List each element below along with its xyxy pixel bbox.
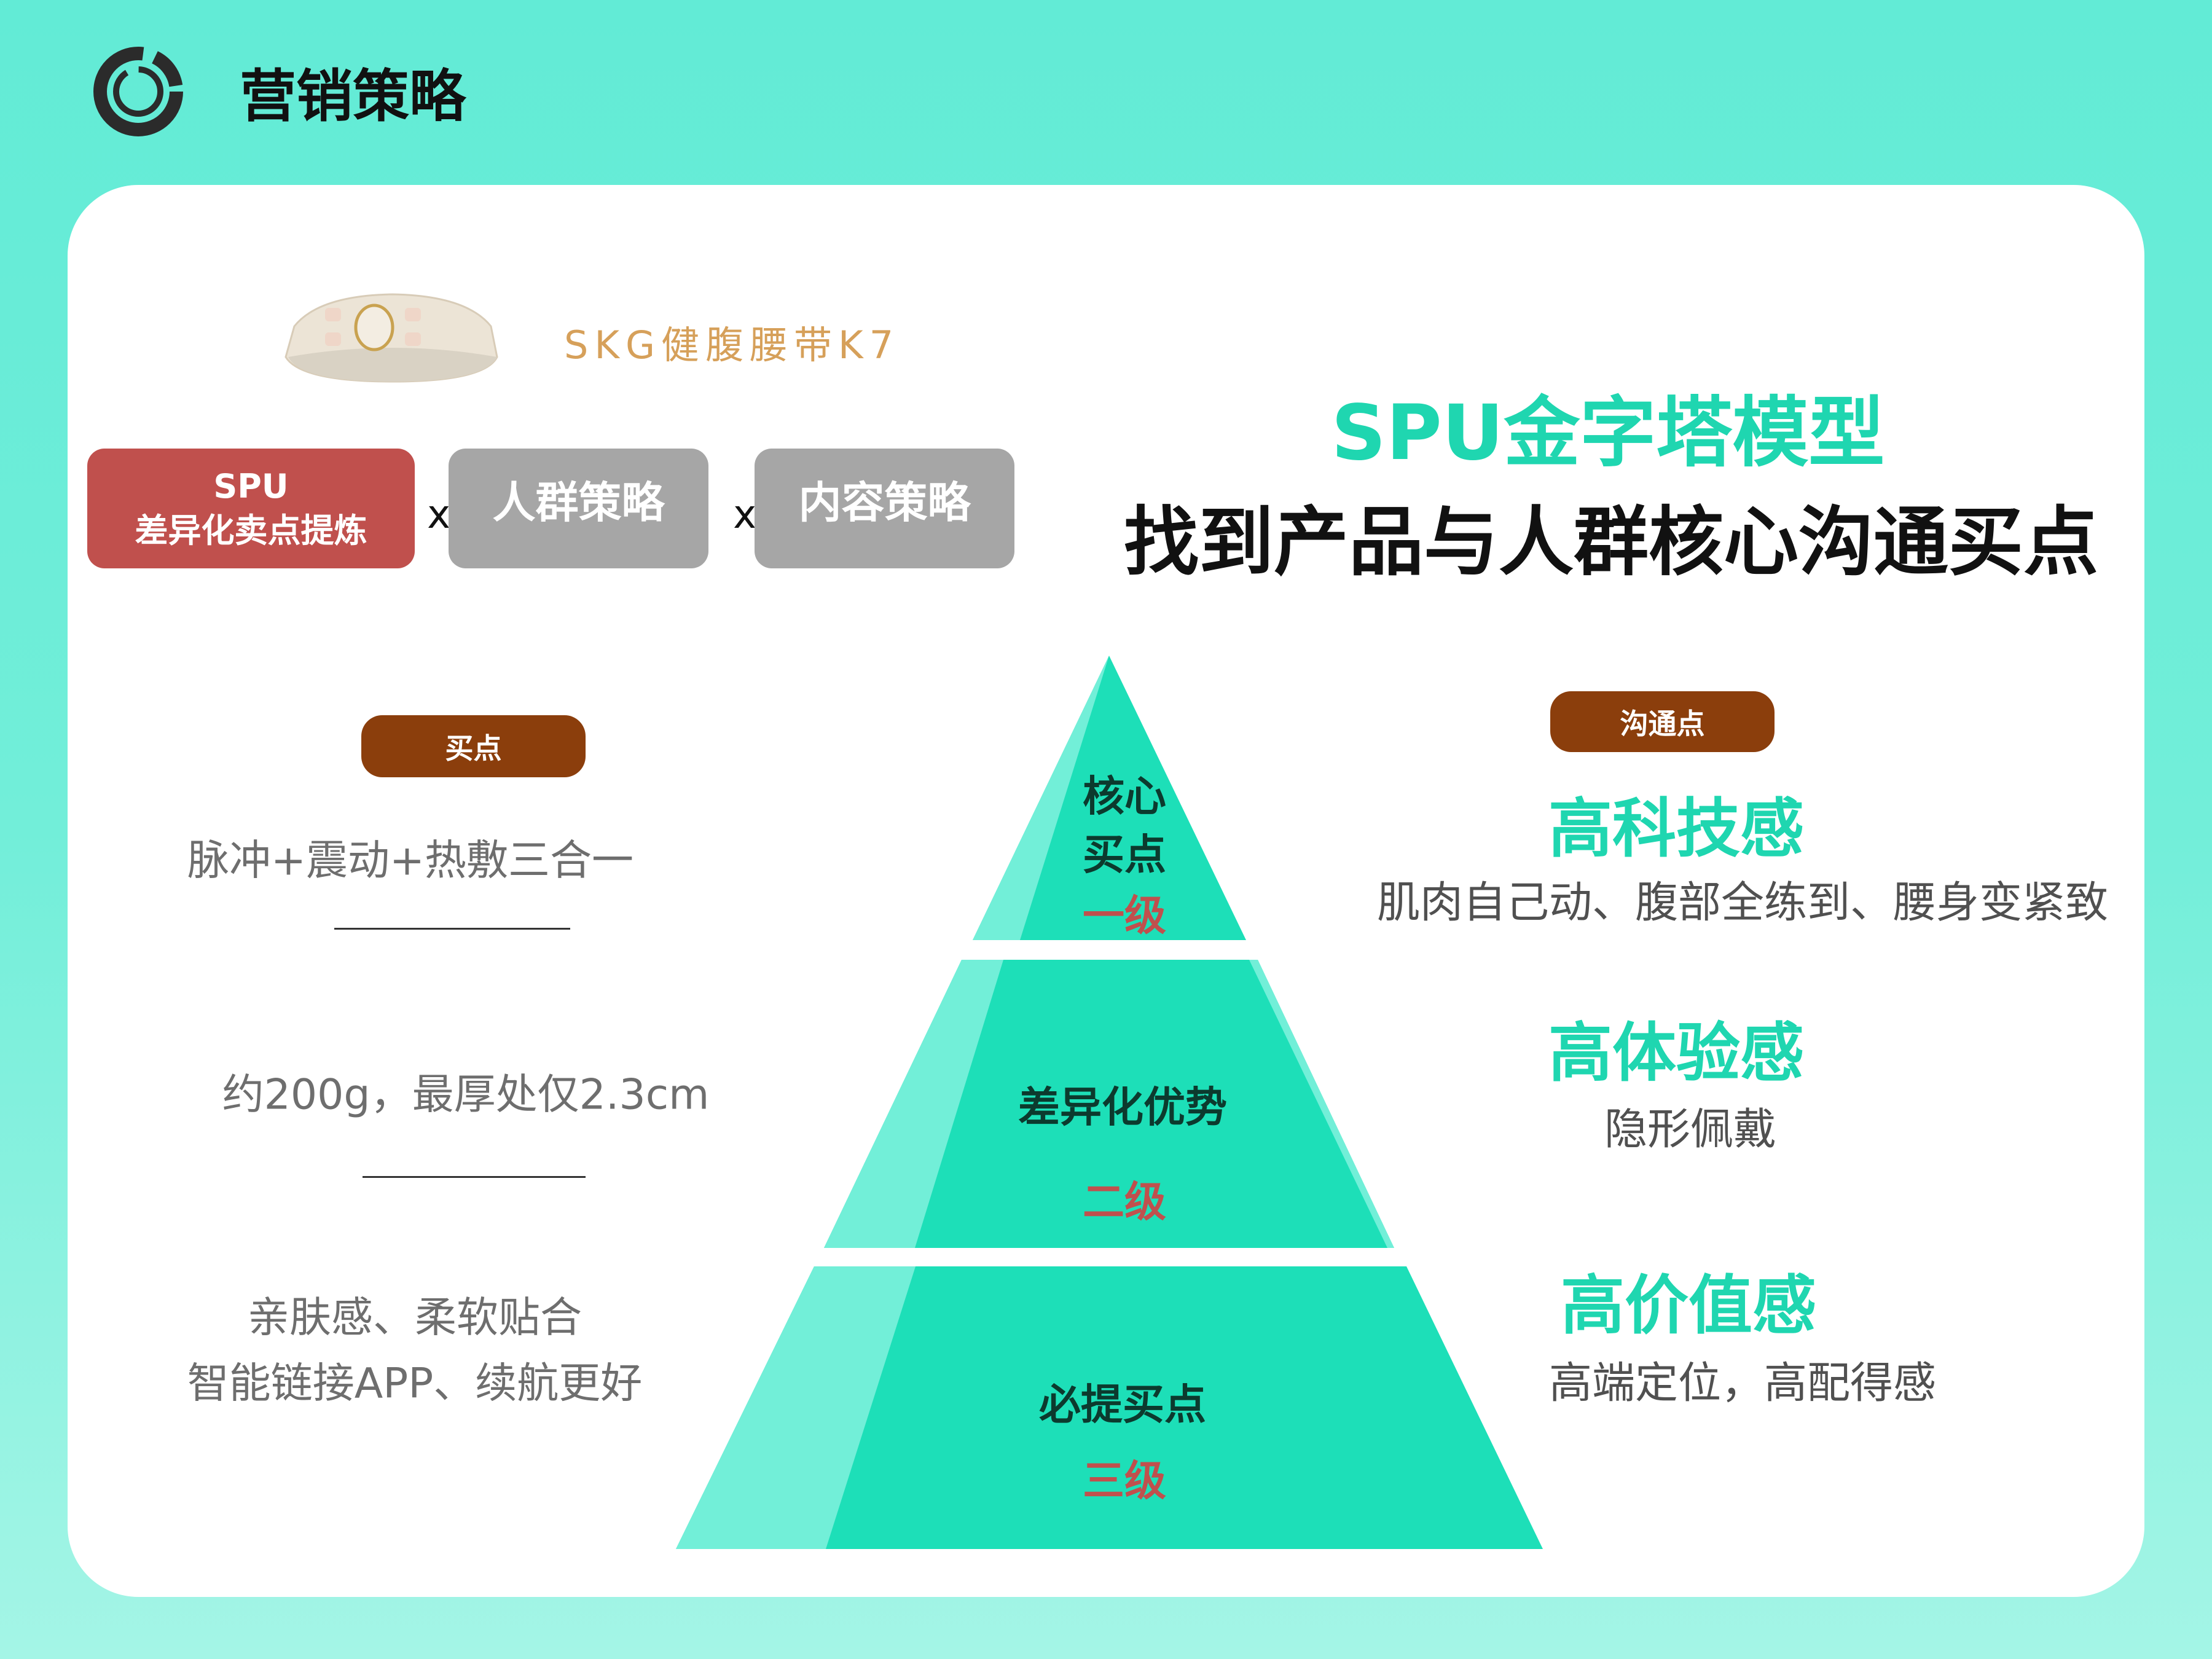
page-title: 营销策略 bbox=[240, 63, 466, 130]
communication-title: 高科技感 bbox=[1548, 791, 1805, 866]
content-strategy-label: 内容策略 bbox=[798, 477, 971, 528]
waist-belt-product-image bbox=[284, 293, 498, 383]
multiply-sign: x bbox=[733, 492, 756, 538]
product-name: SKG健腹腰带K7 bbox=[564, 323, 900, 367]
tier1-level: 一级 bbox=[1082, 892, 1167, 941]
pyramid-tier-3-highlight bbox=[676, 1266, 916, 1549]
tier3-level: 三级 bbox=[1082, 1457, 1167, 1506]
divider bbox=[363, 1176, 586, 1178]
communication-title: 高体验感 bbox=[1548, 1015, 1805, 1091]
crowd-strategy-label: 人群策略 bbox=[492, 477, 665, 528]
communication-point-badge: 沟通点 bbox=[1550, 691, 1775, 752]
tier3-label: 必提买点 bbox=[1038, 1381, 1207, 1430]
buy-point-item: 智能链接APP、续航更好 bbox=[187, 1359, 643, 1408]
pyramid-tier-2-highlight bbox=[824, 960, 1003, 1248]
headline-subtitle: 找到产品与人群核心沟通买点 bbox=[1124, 498, 2098, 586]
spu-sublabel: 差异化卖点提炼 bbox=[135, 511, 367, 550]
communication-desc: 肌肉自己动、腹部全练到、腰身变紧致 bbox=[1377, 877, 2108, 928]
spu-differentiation-box: SPU 差异化卖点提炼 bbox=[87, 449, 415, 568]
tier1-label: 核心 bbox=[1082, 772, 1167, 822]
tier2-level: 二级 bbox=[1082, 1178, 1167, 1227]
buy-point-item: 亲肤感、柔软贴合 bbox=[247, 1293, 582, 1343]
headline-title: SPU金字塔模型 bbox=[1331, 389, 1885, 477]
ring-logo-icon bbox=[93, 47, 183, 136]
pyramid-tier-2-edge bbox=[1249, 960, 1394, 1248]
multiply-sign: x bbox=[427, 492, 450, 538]
pyramid-tier-1-highlight bbox=[973, 656, 1109, 940]
buy-point-item: 约200g，最厚处仅2.3cm bbox=[222, 1070, 710, 1120]
buy-point-item: 脉冲+震动+热敷三合一 bbox=[187, 836, 633, 885]
communication-desc: 隐形佩戴 bbox=[1604, 1104, 1776, 1155]
crowd-strategy-box: 人群策略 bbox=[449, 449, 708, 568]
divider bbox=[334, 928, 570, 930]
content-strategy-box: 内容策略 bbox=[755, 449, 1014, 568]
communication-title: 高价值感 bbox=[1560, 1268, 1817, 1343]
buy-point-badge: 买点 bbox=[361, 715, 586, 777]
communication-desc: 高端定位，高配得感 bbox=[1549, 1357, 1936, 1408]
tier1-label: 买点 bbox=[1082, 831, 1167, 880]
tier2-label: 差异化优势 bbox=[1018, 1083, 1228, 1132]
spu-label: SPU bbox=[213, 466, 289, 506]
